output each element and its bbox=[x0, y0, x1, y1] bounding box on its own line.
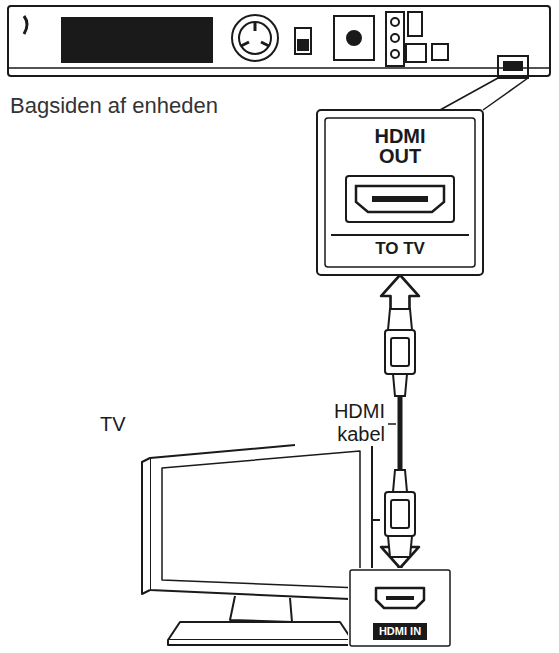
tv-set bbox=[142, 438, 452, 648]
port-caption: TO TV bbox=[331, 234, 469, 259]
port-zoom-box: HDMI IN bbox=[348, 568, 452, 648]
hdmi-plug bbox=[385, 309, 415, 396]
connector-zoom-box: HDMI OUT TO TV bbox=[317, 110, 483, 275]
port-heading: HDMI OUT bbox=[367, 126, 433, 166]
device-label: TV bbox=[100, 413, 126, 436]
zoom-frame bbox=[317, 110, 483, 275]
cable-label: HDMI kabel bbox=[295, 400, 385, 446]
hdmi-plug bbox=[385, 470, 415, 557]
port-caption: HDMI IN bbox=[373, 623, 427, 640]
leader-line bbox=[388, 423, 396, 425]
caption-label: Bagsiden af enheden bbox=[10, 93, 218, 119]
